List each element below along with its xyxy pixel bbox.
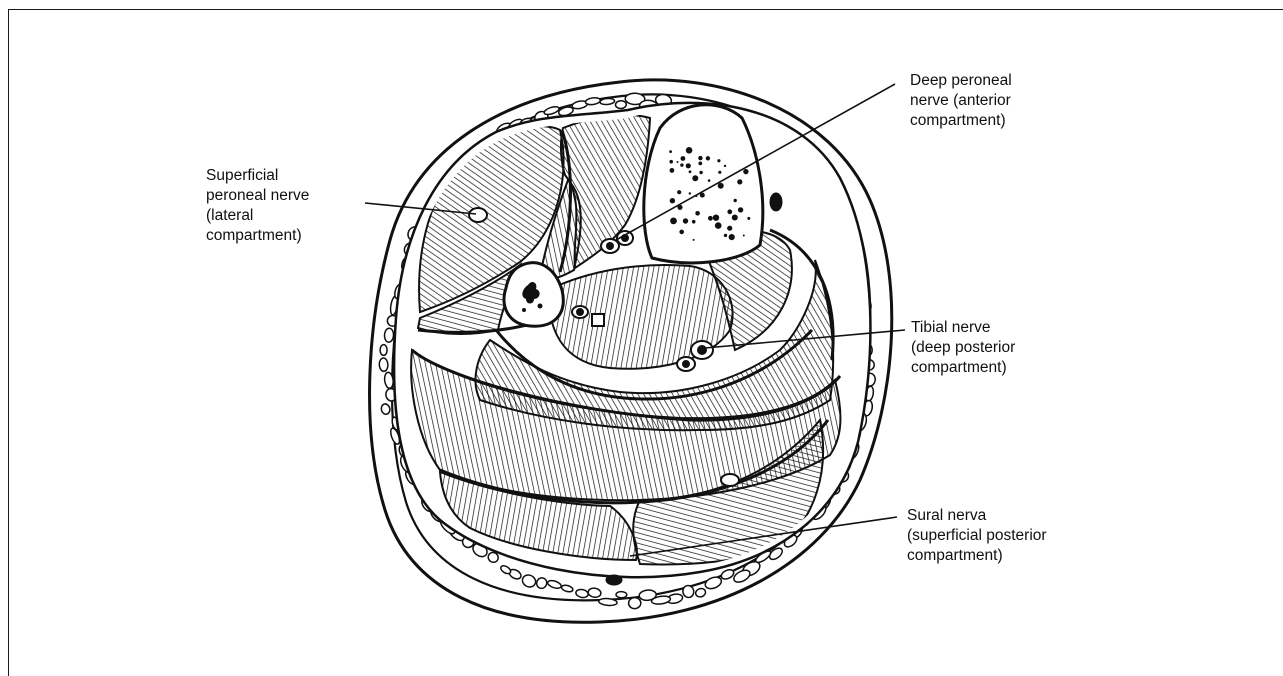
label-line: compartment) [206, 226, 309, 246]
marrow-speck [677, 190, 681, 194]
label-line: Sural nerva [907, 506, 1047, 526]
label-deep-peroneal-nerve: Deep peroneal nerve (anterior compartmen… [910, 71, 1012, 131]
marrow-speck [717, 159, 720, 162]
marrow-speck [738, 207, 743, 212]
fat-lobule [384, 328, 394, 342]
marrow-speck [698, 156, 702, 160]
marrow-speck [715, 222, 722, 229]
marrow-speck [743, 169, 748, 174]
marrow-speck [727, 209, 732, 214]
marrow-speck [706, 156, 710, 160]
marrow-speck [670, 168, 675, 173]
label-superficial-peroneal-nerve: Superficial peroneal nerve (lateral comp… [206, 166, 309, 246]
marrow-speck [734, 199, 737, 202]
marrow-speck [718, 183, 724, 189]
label-line: Tibial nerve [911, 318, 1015, 338]
marrow-speck [724, 234, 727, 237]
marrow-speck [686, 163, 691, 168]
marrow-speck [681, 156, 686, 161]
marrow-speck [708, 216, 713, 221]
marrow-speck [698, 162, 702, 166]
marrow-speck [737, 179, 742, 184]
marrow-speck [695, 211, 700, 216]
marrow-speck [718, 171, 721, 174]
fat-lobule [615, 101, 626, 109]
fat-lobule [380, 345, 387, 356]
marrow-speck [729, 234, 735, 240]
marrow-speck [713, 215, 719, 221]
label-line: (superficial posterior [907, 526, 1047, 546]
marrow-speck [693, 239, 695, 241]
label-line: compartment) [911, 358, 1015, 378]
superficial-peroneal-node [469, 208, 487, 222]
marrow-speck [689, 170, 692, 173]
marrow-speck [683, 218, 688, 223]
marrow-speck [724, 165, 726, 167]
tibia-bone [644, 105, 763, 263]
label-line: compartment) [907, 546, 1047, 566]
marrow-speck [670, 218, 677, 225]
label-line: compartment) [910, 111, 1012, 131]
marrow-speck [732, 215, 738, 221]
marrow-speck [743, 235, 745, 237]
marrow-speck [747, 217, 750, 220]
marrow-speck [670, 198, 675, 203]
label-line: Superficial [206, 166, 309, 186]
marrow-speck [669, 160, 673, 164]
label-line: (deep posterior [911, 338, 1015, 358]
marrow-speck [708, 179, 711, 182]
marrow-speck [677, 161, 679, 163]
label-tibial-nerve: Tibial nerve (deep posterior compartment… [911, 318, 1015, 378]
marrow-speck [680, 163, 683, 166]
marrow-speck [686, 147, 693, 154]
marrow-speck [699, 171, 702, 174]
marrow-speck [689, 192, 691, 194]
sural-nerve-node [721, 474, 739, 486]
label-sural-nerve: Sural nerva (superficial posterior compa… [907, 506, 1047, 566]
label-line: peroneal nerve [206, 186, 309, 206]
marrow-speck [727, 226, 732, 231]
marrow-speck [679, 230, 684, 235]
marrow-speck [692, 220, 696, 224]
fat-lobule [616, 591, 627, 598]
fat-lobule [379, 358, 388, 372]
label-line: Deep peroneal [910, 71, 1012, 91]
label-line: (lateral [206, 206, 309, 226]
marrow-speck [692, 175, 698, 181]
label-line: nerve (anterior [910, 91, 1012, 111]
fat-lobule [628, 597, 641, 608]
marrow-speck [669, 150, 672, 153]
